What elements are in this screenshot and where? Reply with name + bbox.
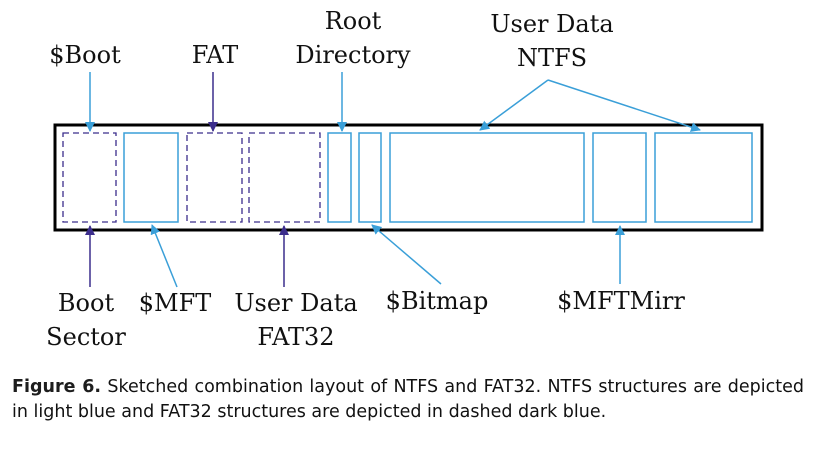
boot-sector-label-line1: Boot	[58, 289, 115, 317]
boot-sector-label-line2: Sector	[46, 323, 126, 351]
user-data-fat32-label-line2: FAT32	[257, 323, 334, 351]
ntfs-user-data-region-1	[389, 132, 585, 223]
figure-label: Figure 6.	[12, 377, 102, 397]
boot-label: $Boot	[49, 41, 121, 69]
mft-arrow	[150, 224, 178, 288]
ntfs-bitmap-region	[358, 132, 382, 223]
user-data-ntfs-arrow-2	[547, 79, 701, 132]
ntfs-user-data-region-2	[654, 132, 753, 223]
user-data-ntfs-label-line1: User Data	[490, 10, 613, 38]
bitmap-label: $Bitmap	[386, 287, 489, 315]
mftmirr-label: $MFTMirr	[557, 287, 685, 315]
layout-diagram: $Boot FAT Root Directory User Data NTFS …	[46, 7, 764, 351]
fat-label: FAT	[192, 41, 239, 69]
fat32-user-data-region	[248, 132, 321, 223]
ntfs-mftmirr-region	[592, 132, 647, 223]
bitmap-arrow	[371, 224, 442, 285]
user-data-ntfs-label-line2: NTFS	[517, 44, 587, 72]
fat32-boot-sector-region	[62, 132, 117, 223]
volume-frame	[53, 123, 764, 232]
caption-text: Sketched combination layout of NTFS and …	[12, 377, 804, 422]
fat32-fat-region	[186, 132, 243, 223]
root-directory-label-line1: Root	[325, 7, 382, 35]
mft-label: $MFT	[139, 289, 212, 317]
root-directory-label-line2: Directory	[295, 41, 411, 69]
user-data-ntfs-arrow-1	[479, 79, 549, 131]
ntfs-mft-region	[123, 132, 179, 223]
ntfs-root-directory-region	[327, 132, 352, 223]
user-data-fat32-label-line1: User Data	[234, 289, 357, 317]
figure-caption: Figure 6. Sketched combination layout of…	[12, 375, 804, 425]
